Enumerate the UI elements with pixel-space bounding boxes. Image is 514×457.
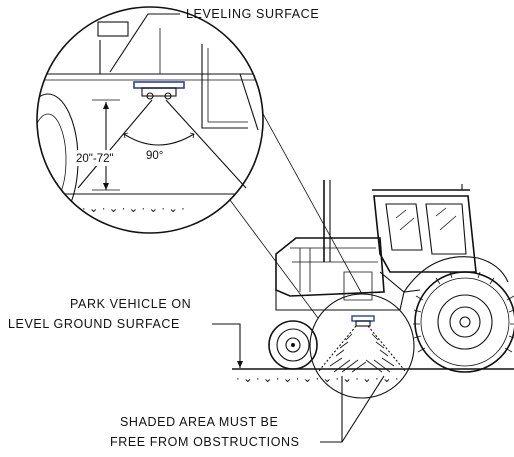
leveling-surface-label: LEVELING SURFACE bbox=[186, 7, 319, 21]
tractor bbox=[268, 180, 514, 373]
sensor-body bbox=[141, 87, 177, 97]
cab-window-right bbox=[425, 203, 467, 255]
angle-arc bbox=[123, 133, 195, 146]
svg-text:· · · · ·: · · · · · · bbox=[62, 219, 101, 231]
shaded-obstruction-area bbox=[317, 325, 407, 373]
park-leader-line bbox=[212, 323, 241, 368]
shaded-leader-line-right bbox=[341, 375, 385, 443]
zoom-connector-top bbox=[261, 111, 363, 295]
detail-magnified-view: · ⌄ · ⌄ · ⌄ · ⌄ · ⌄ · ⌄ · · · · · · · 20… bbox=[36, 6, 264, 234]
cab-window-left bbox=[385, 203, 423, 251]
cone-right-line bbox=[165, 99, 247, 189]
shaded-area-label-line2: FREE FROM OBSTRUCTIONS bbox=[110, 435, 300, 449]
shaded-area-label-line1: SHADED AREA MUST BE bbox=[120, 415, 278, 429]
rear-wheel bbox=[414, 271, 514, 373]
tractor-cab bbox=[373, 195, 477, 273]
leveling-leader-line bbox=[109, 13, 180, 73]
angle-label: 90° bbox=[146, 150, 163, 162]
detail-ground-stipple: · ⌄ · ⌄ · ⌄ · ⌄ · ⌄ · ⌄ · · · · · · · bbox=[62, 203, 185, 231]
sensor-mount-highlight bbox=[351, 315, 375, 322]
park-vehicle-label-line2: LEVEL GROUND SURFACE bbox=[8, 317, 180, 331]
ground-stipple: · ⌄ · ⌄ · ⌄ · ⌄ · ⌄ · ⌄ · ⌄ · ⌄ · bbox=[236, 373, 399, 385]
height-range-label: 20"-72" bbox=[76, 153, 114, 165]
zoom-connector-bottom bbox=[229, 199, 319, 319]
sensor-zone-circle bbox=[309, 293, 415, 399]
leveling-surface-highlight bbox=[133, 81, 185, 89]
cone-left-line bbox=[77, 99, 153, 189]
park-vehicle-label-line1: PARK VEHICLE ON bbox=[70, 297, 191, 311]
sensor-small bbox=[355, 320, 371, 327]
shaded-leader-line-left bbox=[320, 376, 343, 443]
svg-text:· ⌄ · ⌄ · ⌄ · ⌄ · ⌄: · ⌄ · ⌄ · ⌄ · ⌄ · ⌄ · ⌄ · ⌄ · ⌄ · bbox=[236, 373, 399, 385]
detail-circle-outline bbox=[36, 6, 264, 234]
svg-text:· ⌄ · ⌄ · ⌄ · ⌄ · ⌄: · ⌄ · ⌄ · ⌄ · ⌄ · ⌄ · ⌄ · bbox=[62, 203, 185, 215]
